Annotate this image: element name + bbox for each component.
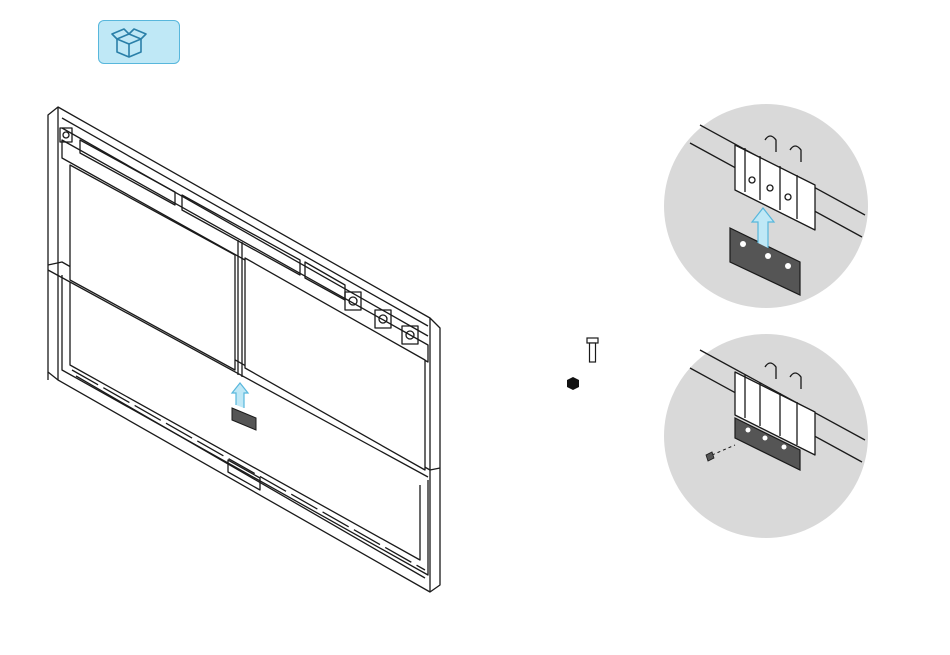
detail-circle-insert-plate [664, 104, 868, 308]
nut-icon [567, 377, 579, 390]
detail-circle-fasten-bolt [664, 334, 868, 538]
wall-panel [48, 107, 440, 592]
bolt-icon [587, 338, 598, 362]
